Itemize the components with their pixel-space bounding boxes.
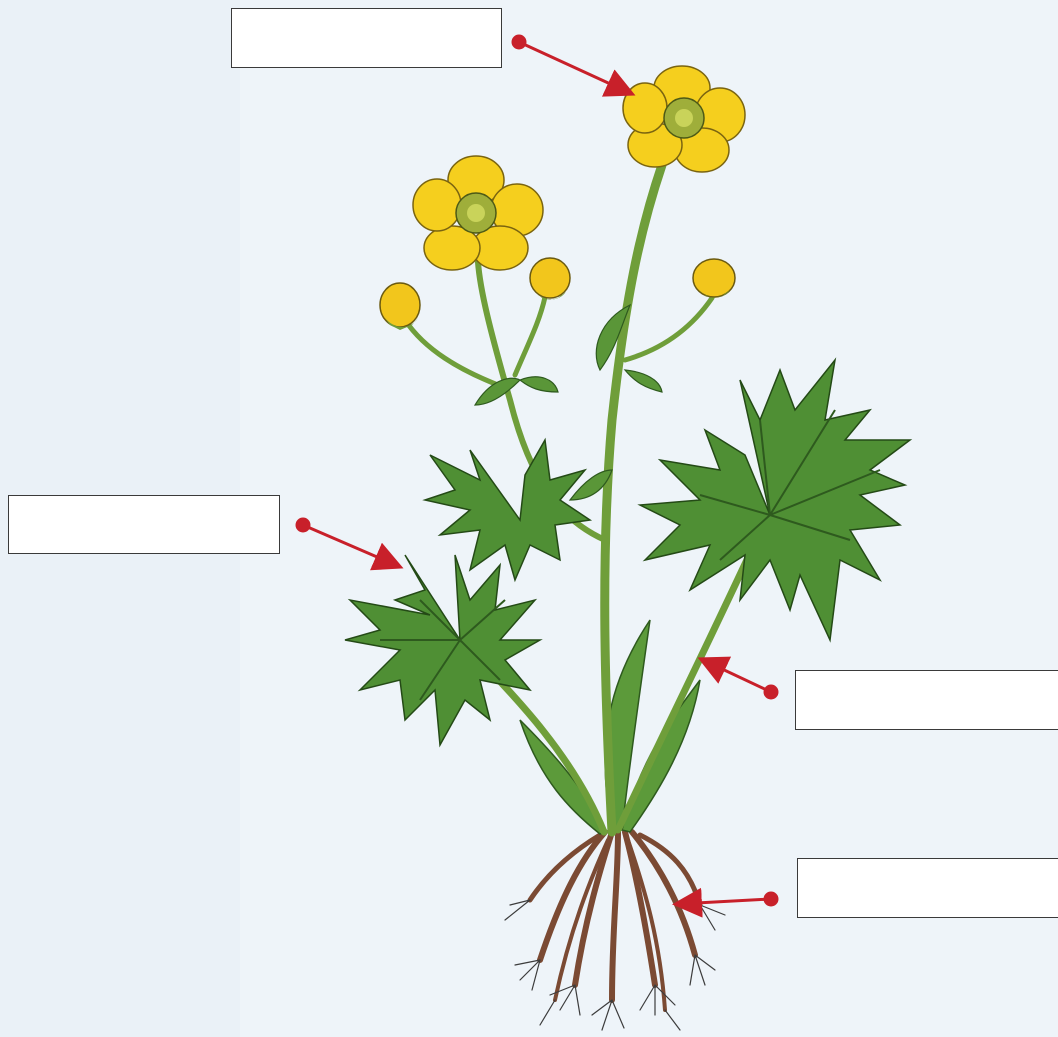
pointer-leaf — [297, 519, 398, 566]
pointer-stem — [703, 660, 777, 698]
flower-buds — [380, 258, 735, 330]
leaf-label-box[interactable] — [8, 495, 280, 554]
flower-left — [413, 156, 543, 270]
bud-middle — [530, 258, 570, 300]
flower-label-box[interactable] — [231, 8, 502, 68]
bud-right — [693, 259, 735, 298]
bud-left — [380, 283, 420, 330]
root-label-box[interactable] — [797, 858, 1058, 918]
pointer-root — [678, 893, 777, 905]
roots — [505, 832, 725, 1030]
leaf-right-large — [640, 360, 910, 640]
leaf-left-lower — [345, 555, 540, 745]
stem-leaflets — [475, 305, 662, 500]
pointer-flower — [513, 36, 630, 93]
flower-top — [623, 66, 745, 172]
stem-label-box[interactable] — [795, 670, 1058, 730]
leaf-left-upper — [425, 440, 590, 580]
